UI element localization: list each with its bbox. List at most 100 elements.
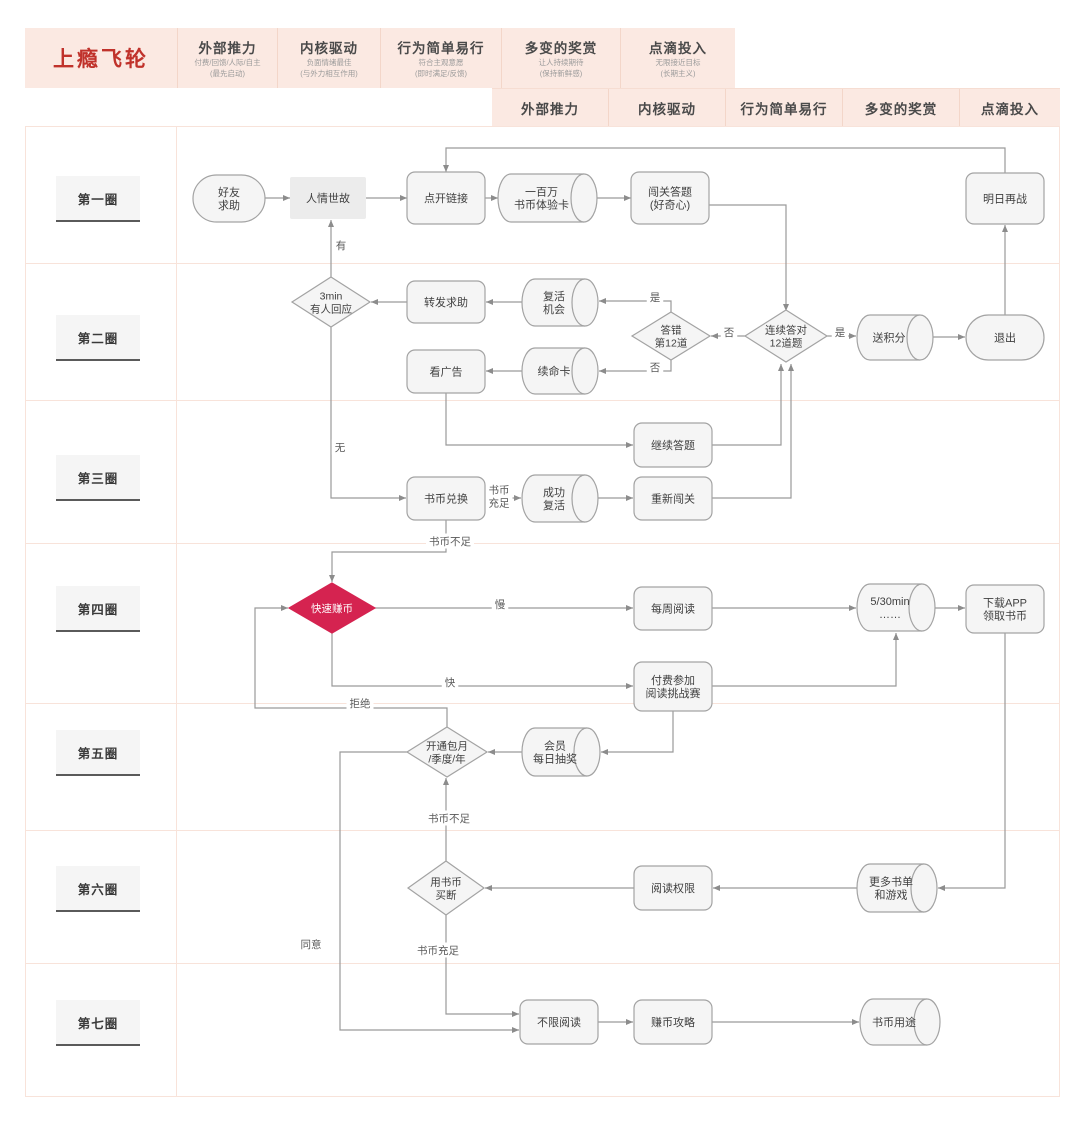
edge-label: 是 (835, 327, 846, 339)
edge-label: 快 (445, 677, 456, 689)
node-coin-usage: 书币用途 (859, 998, 941, 1046)
header-col-sub2: (最先启动) (210, 69, 245, 78)
node-label: 转发求助 (424, 295, 468, 309)
edge-connector-27 (712, 633, 899, 687)
node-label: 点开链接 (424, 191, 468, 205)
edge-connector-18 (712, 364, 784, 446)
frame-left-border (25, 126, 26, 1096)
header-col-title: 外部推力 (198, 41, 257, 56)
node-earn-guide: 赚币攻略 (633, 999, 713, 1045)
row-label-circle-2: 第二圈 (56, 315, 140, 361)
node-label: 有人回应 (310, 303, 352, 316)
node-label: …… (879, 609, 901, 621)
node-life-card: 续命卡 (521, 347, 599, 395)
node-label: 用书币 (430, 877, 462, 889)
header-col-sub1: 负面情绪最佳 (306, 58, 352, 67)
node-label: 重新闯关 (651, 492, 695, 506)
edge-label-bg (720, 324, 738, 340)
header-col-sub2: (即时满足/反馈) (414, 69, 468, 78)
node-label: 机会 (543, 302, 565, 316)
node-label: 12道题 (770, 337, 803, 350)
edge-label-bg (441, 674, 459, 690)
edge-label-bg (331, 439, 349, 455)
node-watch-ad: 看广告 (406, 349, 486, 394)
edge-connector-24 (331, 633, 633, 689)
node-label: (好奇心) (650, 198, 690, 212)
header-col-sub2: (保持新鲜感) (539, 69, 583, 78)
edge-connector-30 (254, 605, 448, 727)
node-label: 连续答对 (765, 324, 807, 337)
node-fast-earn: 快速赚币 (287, 582, 377, 634)
node-time-reward: 5/30min…… (856, 583, 936, 632)
row-label-circle-1: 第一圈 (56, 176, 140, 222)
header-col-sub1: 让人持续期待 (538, 58, 584, 67)
header-col-sub1: 付费/回馈/人际/自主 (194, 58, 261, 67)
header-col-title: 点滴投入 (649, 41, 707, 56)
row-divider (25, 543, 1060, 544)
node-label: 答错 (661, 324, 682, 337)
node-label: 买断 (436, 889, 457, 902)
header-col-external-push: 外部推力 付费/回馈/人际/自主 (最先启动) (177, 28, 277, 88)
node-label: 领取书币 (983, 610, 1027, 623)
edge-connector-5 (709, 204, 789, 311)
nodes: 好友求助人情世故点开链接一百万书币体验卡闯关答题(好奇心)明日再战3min有人回… (192, 171, 1045, 1046)
node-label: 会员 (544, 740, 566, 753)
edge-label: 否 (650, 362, 661, 374)
node-label: 书币用途 (872, 1015, 916, 1029)
page-title: 上瘾飞轮 (53, 48, 149, 71)
subheader-external-push: 外部推力 (521, 101, 579, 117)
node-label: 人情世故 (306, 191, 350, 205)
row-divider (25, 963, 1060, 964)
edge-connector-22 (329, 520, 447, 582)
node-label: 付费参加 (651, 673, 695, 687)
subheader-core-drive: 内核驱动 (608, 89, 725, 126)
node-label: 开通包月 (426, 740, 468, 753)
node-continue-quiz: 继续答题 (633, 422, 713, 468)
row-label-circle-3: 第三圈 (56, 455, 140, 501)
node-quiz-levels: 闯关答题(好奇心) (630, 171, 710, 225)
node-label: 书币体验卡 (514, 198, 569, 212)
edge-label: 有 (336, 239, 347, 252)
edge-label-bg (491, 596, 509, 612)
header-col-title: 多变的奖赏 (524, 41, 598, 56)
edge-label-bg (297, 936, 325, 952)
edge-connector-10 (599, 298, 672, 312)
edge-connector-33 (445, 915, 519, 1017)
edge-label: 无 (335, 442, 346, 454)
edge-label-bg (831, 324, 849, 340)
edge-label-bg (646, 289, 664, 305)
edge-label: 同意 (301, 938, 322, 951)
edge-label: 书币 (489, 485, 510, 497)
edge-label: 是 (650, 292, 661, 304)
row-label-circle-7: 第七圈 (56, 1000, 140, 1046)
edge-label: 慢 (495, 599, 506, 611)
header-col-variable-reward: 多变的奖赏 让人持续期待 (保持新鲜感) (501, 28, 620, 88)
node-label: 送积分 (873, 331, 906, 345)
label-column-divider (176, 126, 177, 1096)
row-divider (25, 1096, 1060, 1097)
edge-label-bg (346, 695, 374, 711)
subheader-投入: 点滴投入 (959, 89, 1060, 126)
header-col-core-drive: 内核驱动 负面情绪最佳 (与外力相互作用) (277, 28, 380, 88)
row-label-circle-6: 第六圈 (56, 866, 140, 912)
header-col-sub1: 无限接近目标 (655, 58, 701, 67)
edge-connector-21 (712, 364, 794, 499)
node-label: 不限阅读 (537, 1015, 581, 1029)
edge-connector-32 (339, 751, 519, 1033)
row-divider (25, 830, 1060, 831)
node-label: 书币兑换 (424, 492, 468, 506)
header-col-sub2: (长期主义) (660, 69, 696, 78)
header-col-sub1: 符合主观意愿 (418, 58, 464, 67)
